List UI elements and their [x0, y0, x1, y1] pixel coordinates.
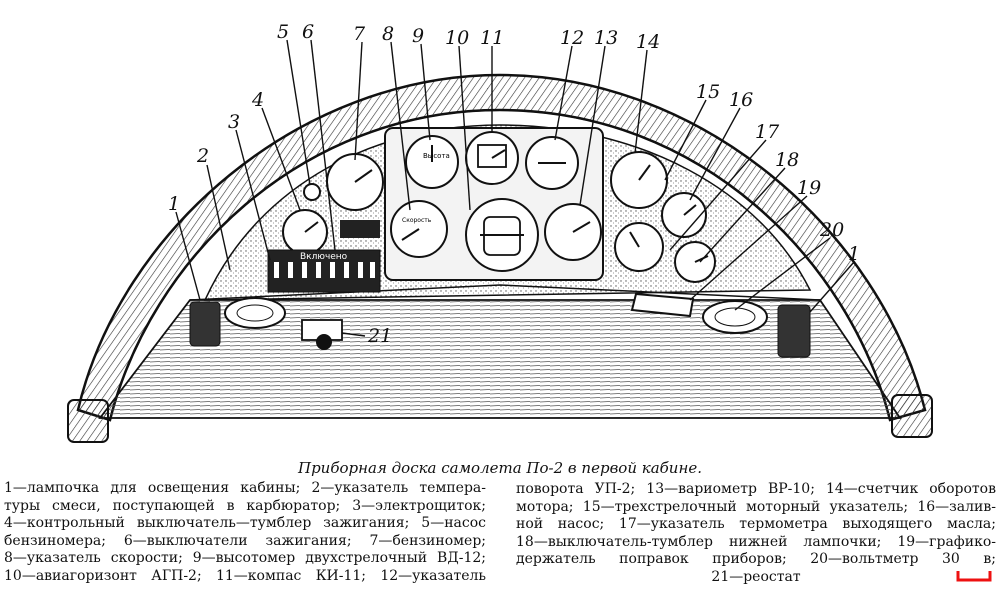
on-label: Включено [300, 252, 348, 262]
legend-line: 4—контрольный выключатель—тумблер зажига… [4, 515, 486, 532]
legend-line: 21—реостат [711, 568, 801, 585]
callout-20: 20 [819, 219, 844, 241]
leader-lines [175, 39, 855, 337]
callout-3: 3 [228, 111, 240, 133]
callout-16: 16 [729, 89, 753, 111]
callout-1-right: 1 [848, 243, 860, 265]
callout-12: 12 [560, 27, 584, 49]
legend-right: поворота УП-2; 13—вариометр ВР-10; 14—сч… [516, 481, 996, 587]
speed-label: Скорость [402, 217, 432, 224]
cabin-lamp-right [777, 304, 811, 358]
callout-21: 21 [367, 325, 392, 347]
callout-numbers: 1 2 3 4 5 6 7 8 9 10 11 12 13 14 15 16 1… [168, 21, 860, 347]
legend-line: поворота УП-2; 13—вариометр ВР-10; 14—сч… [516, 481, 996, 497]
callout-1-left: 1 [168, 193, 180, 215]
legend-line: бензиномера; 6—выключатели зажигания; 7—… [4, 532, 486, 549]
callout-15: 15 [696, 81, 720, 103]
legend-line: ной насос; 17—указатель термометра выход… [516, 516, 996, 533]
red-corner-mark [956, 571, 992, 582]
legend-line: 10—авиагоризонт АГП-2; 11—компас КИ-11; … [4, 567, 486, 584]
legend-line: мотора; 15—трехстрелочный моторный указа… [516, 498, 996, 515]
toggle-switches [274, 262, 375, 278]
callout-17: 17 [755, 121, 780, 143]
callout-6: 6 [302, 21, 314, 43]
legend-line: 1—лампочка для освещения кабины; 2—указа… [4, 480, 486, 496]
callout-4: 4 [251, 89, 264, 111]
instrument-panel-drawing: Включено Высота Скорость [67, 21, 933, 443]
callout-7: 7 [353, 23, 366, 45]
callout-8: 8 [382, 23, 394, 45]
callout-2: 2 [196, 145, 209, 167]
callout-5: 5 [277, 21, 289, 43]
callout-10: 10 [445, 27, 469, 49]
callout-14: 14 [636, 31, 660, 53]
callout-18: 18 [775, 149, 799, 171]
gauge-needles [304, 145, 709, 263]
figure-caption: Приборная доска самолета По-2 в первой к… [298, 459, 702, 477]
legend-line: 18—выключатель-тумблер нижней лампочки; … [516, 533, 996, 550]
legend-line: 8—указатель скорости; 9—высотомер двухст… [4, 550, 486, 567]
legend-line: туры смеси, поступающей в карбюратор; 3—… [4, 497, 486, 514]
callout-19: 19 [797, 177, 821, 199]
callout-9: 9 [412, 25, 424, 47]
cabin-lamp-left [189, 301, 221, 347]
legend-line: держатель поправок приборов; 20—вольтмет… [516, 551, 996, 568]
altimeter-label: Высота [423, 152, 450, 160]
callout-13: 13 [594, 27, 618, 49]
legend-left: 1—лампочка для освещения кабины; 2—указа… [4, 480, 486, 586]
callout-11: 11 [480, 27, 504, 49]
